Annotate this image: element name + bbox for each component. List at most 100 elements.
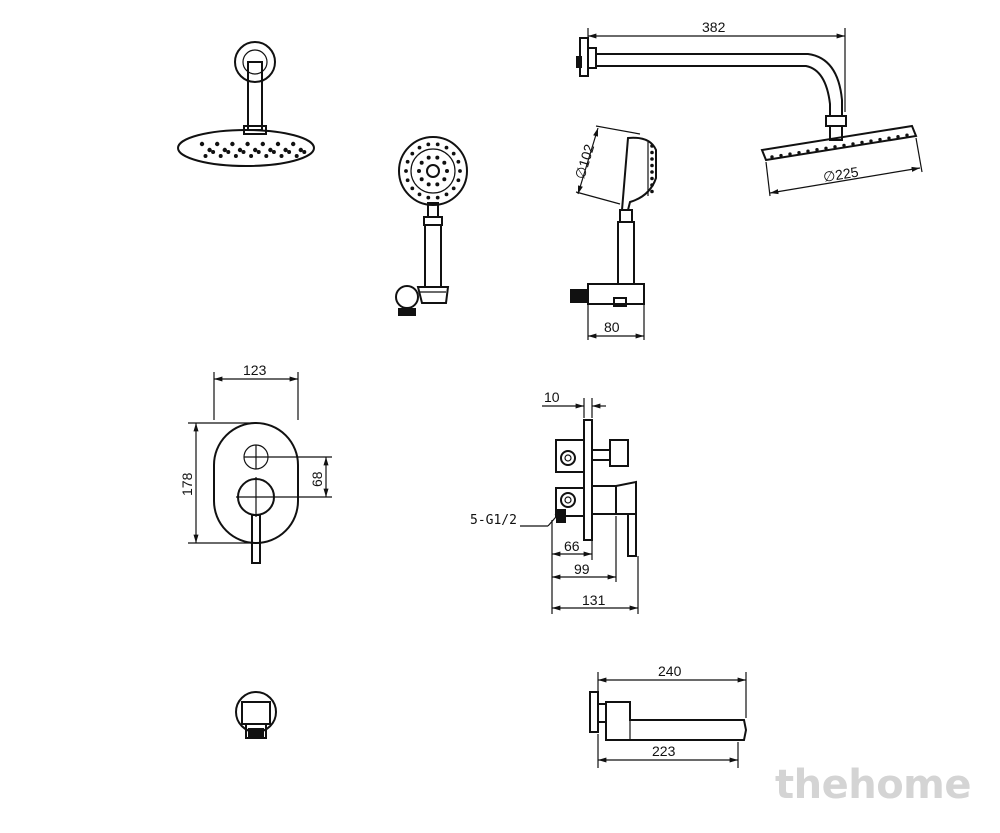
spout-front-view xyxy=(235,691,277,739)
depth-66-label: 66 xyxy=(564,538,580,554)
nozzle-dot xyxy=(851,142,855,146)
nozzle-dot xyxy=(435,182,440,187)
plate-width-label: 123 xyxy=(243,362,267,378)
spray-nozzles xyxy=(199,141,307,158)
hand-head-diameter-label: ∅102 xyxy=(572,142,598,181)
hand-shower-side-view: ∅102 80 xyxy=(570,125,657,340)
nozzle-dot xyxy=(419,177,424,182)
nozzle-dot xyxy=(279,153,284,158)
nozzle-dot xyxy=(833,145,837,149)
watermark-logo: thehome xyxy=(775,762,972,808)
wall-offset-label: 10 xyxy=(544,389,560,405)
overhead-shower-front-view xyxy=(177,41,315,167)
nozzle-dot xyxy=(271,149,276,154)
nozzle-dot xyxy=(456,178,461,183)
nozzle-dot xyxy=(435,155,440,160)
nozzle-dot xyxy=(199,141,205,147)
overhead-side-nozzles xyxy=(770,133,909,159)
nozzle-dot xyxy=(896,134,900,139)
nozzle-dot xyxy=(456,159,461,164)
arm-length-label: 382 xyxy=(702,19,726,35)
nozzle-dot xyxy=(444,192,449,197)
nozzle-dot xyxy=(222,147,227,153)
nozzle-dot xyxy=(252,147,258,153)
nozzle-dot xyxy=(442,160,447,165)
nozzle-dot xyxy=(444,168,449,173)
shower-arm-side-view: 382 ∅225 xyxy=(576,19,923,197)
nozzle-dot xyxy=(241,149,246,154)
spout-projection-label: 223 xyxy=(652,743,676,759)
nozzle-dot xyxy=(417,192,422,197)
nozzle-dot xyxy=(226,149,231,154)
nozzle-dot xyxy=(405,159,410,164)
nozzle-dot xyxy=(426,182,431,187)
nozzle-dot xyxy=(426,142,431,147)
nozzle-dot xyxy=(249,153,254,158)
nozzle-dot xyxy=(260,141,265,147)
nozzle-dot xyxy=(203,153,208,158)
nozzle-dot xyxy=(426,195,431,200)
thread-spec-label: 5-G1/2 xyxy=(470,513,517,528)
nozzle-dot xyxy=(815,148,819,152)
nozzle-dot xyxy=(419,160,424,165)
nozzle-dot xyxy=(650,183,654,187)
nozzle-dot xyxy=(650,157,654,161)
nozzle-dot xyxy=(451,151,456,156)
nozzle-dot xyxy=(435,195,440,200)
nozzle-dot xyxy=(405,178,410,183)
hand-spray-nozzles xyxy=(404,142,462,200)
nozzle-dot xyxy=(860,140,864,145)
nozzle-dot xyxy=(650,150,654,155)
nozzle-dot xyxy=(404,169,408,173)
nozzle-dot xyxy=(218,153,223,158)
nozzle-dot xyxy=(245,141,250,147)
nozzle-dot xyxy=(878,137,882,142)
nozzle-dot xyxy=(417,145,422,150)
nozzle-dot xyxy=(298,147,303,153)
nozzle-dot xyxy=(779,153,783,158)
nozzle-dot xyxy=(806,149,810,153)
nozzle-dot xyxy=(211,149,216,154)
nozzle-dot xyxy=(650,176,654,181)
nozzle-dot xyxy=(842,143,846,148)
nozzle-dot xyxy=(788,152,792,156)
nozzle-dot xyxy=(451,186,456,191)
mixer-plate-front-view: 123 178 68 xyxy=(179,362,332,564)
nozzle-dot xyxy=(283,147,288,153)
nozzle-dot xyxy=(887,136,891,140)
holder-depth-label: 80 xyxy=(604,319,620,335)
nozzle-dot xyxy=(256,149,261,154)
nozzle-dot xyxy=(444,145,449,150)
depth-131-label: 131 xyxy=(582,592,606,608)
nozzle-dot xyxy=(869,139,873,143)
nozzle-dot xyxy=(275,141,281,147)
side-nozzles xyxy=(650,144,654,194)
spout-side-view: 240 223 xyxy=(589,663,748,768)
depth-99-label: 99 xyxy=(574,561,590,577)
head-diameter-label: ∅225 xyxy=(822,164,860,185)
spout-total-label: 240 xyxy=(658,663,682,679)
nozzle-dot xyxy=(442,177,447,182)
nozzle-dot xyxy=(650,144,654,148)
nozzle-dot xyxy=(294,153,299,158)
nozzle-dot xyxy=(287,149,292,154)
nozzle-dot xyxy=(410,186,415,191)
nozzle-dot xyxy=(416,168,421,173)
nozzle-dot xyxy=(426,155,431,160)
nozzle-dot xyxy=(291,141,296,147)
nozzle-dot xyxy=(905,133,909,137)
plate-height-label: 178 xyxy=(179,472,195,496)
nozzle-dot xyxy=(650,170,654,174)
nozzle-dot xyxy=(268,147,273,153)
nozzle-dot xyxy=(458,169,462,173)
nozzle-dot xyxy=(233,153,238,158)
nozzle-dot xyxy=(824,146,828,150)
nozzle-dot xyxy=(302,149,307,154)
nozzle-dot xyxy=(770,155,774,159)
nozzle-dot xyxy=(264,153,269,158)
nozzle-dot xyxy=(214,141,220,147)
nozzle-dot xyxy=(237,147,243,153)
mixer-body-side-view: 10 5-G1/2 66 99 131 xyxy=(470,389,639,614)
nozzle-dot xyxy=(435,142,440,147)
